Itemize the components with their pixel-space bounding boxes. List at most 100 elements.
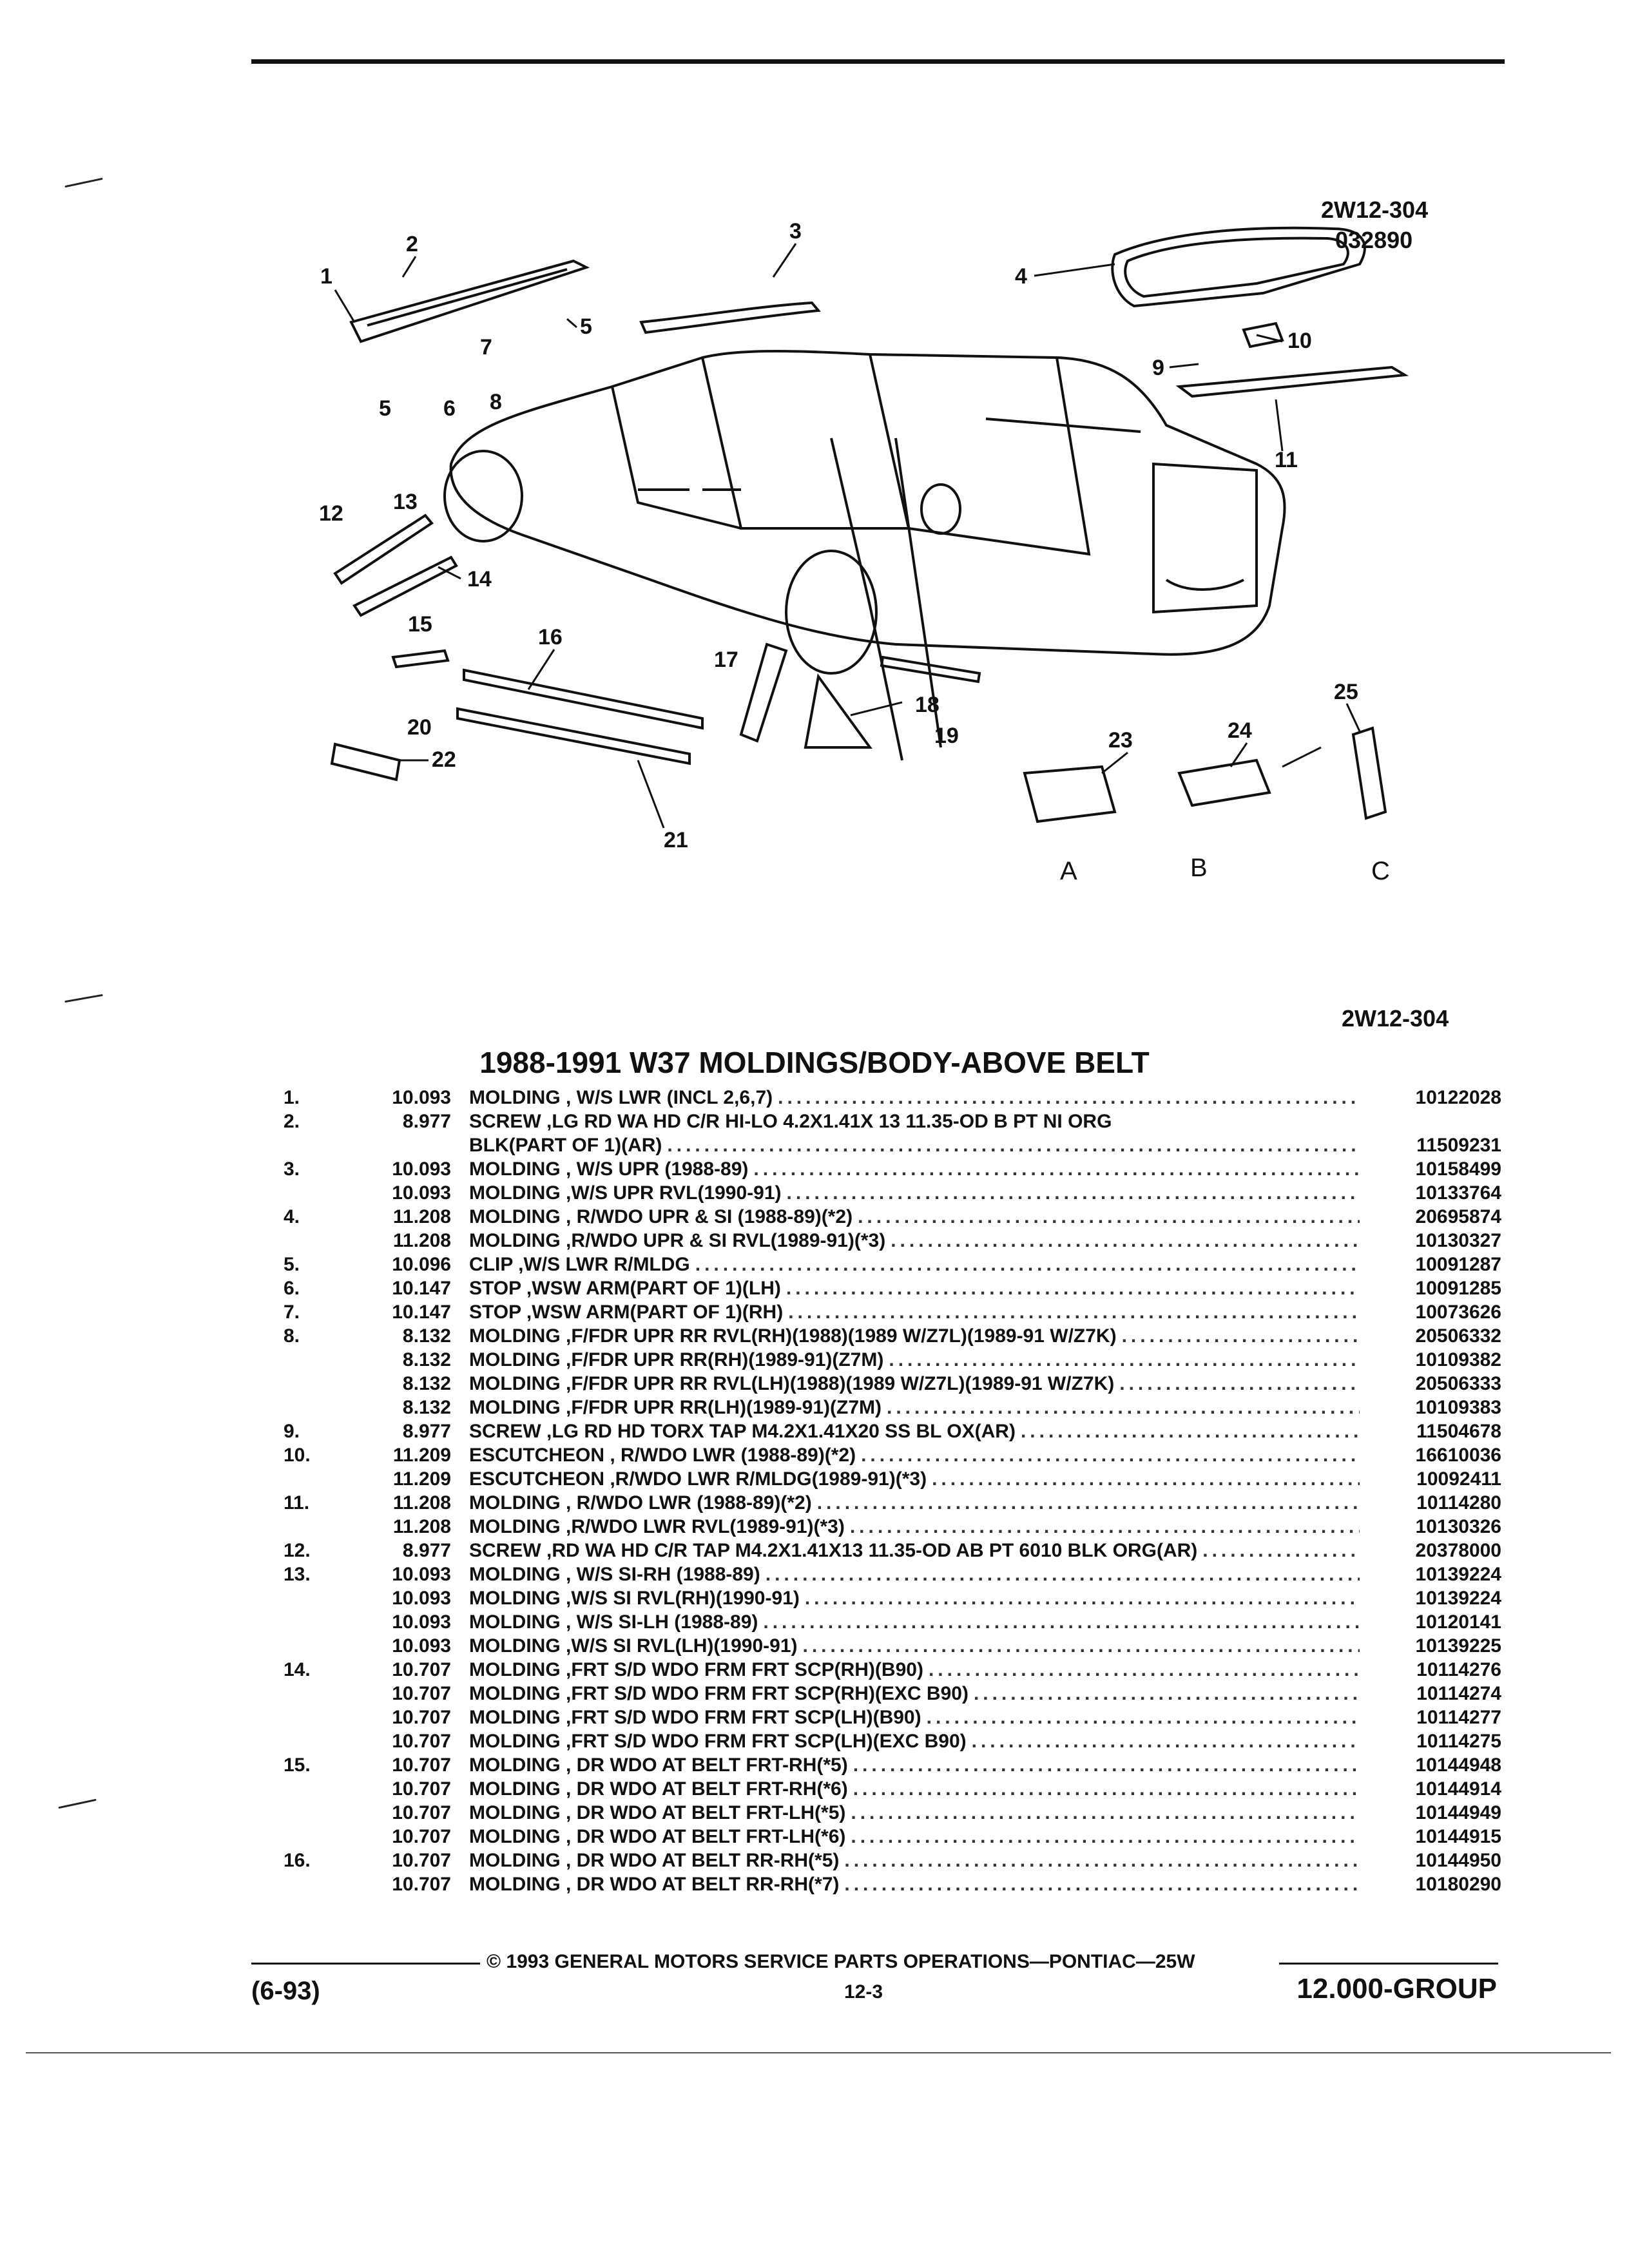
group-number: 11.208 xyxy=(392,1230,451,1251)
group-number: 11.208 xyxy=(392,1516,451,1537)
part-description: MOLDING , W/S SI-LH (1988-89)...........… xyxy=(469,1610,1360,1634)
callout-label: 11 xyxy=(1275,448,1298,472)
callout-label: 3 xyxy=(789,219,802,244)
leader-dots: ........................................… xyxy=(973,1683,1360,1704)
callout-label: 12 xyxy=(319,501,343,526)
group-number: 10.707 xyxy=(392,1731,451,1752)
part-17-18-19 xyxy=(739,642,981,749)
part-description-text: MOLDING , W/S UPR (1988-89) xyxy=(469,1158,749,1180)
bottom-rule xyxy=(26,2052,1611,2053)
item-number xyxy=(284,1515,348,1539)
scan-mark xyxy=(58,1798,97,1809)
item-number xyxy=(284,1229,348,1253)
part-description: MOLDING ,FRT S/D WDO FRM FRT SCP(LH)(EXC… xyxy=(469,1729,1360,1753)
top-rule xyxy=(251,59,1505,64)
item-number xyxy=(284,1777,348,1801)
part-number: 10114275 xyxy=(1416,1731,1501,1752)
part-description-text: SCREW ,LG RD WA HD C/R HI-LO 4.2X1.41X 1… xyxy=(469,1111,1112,1132)
parts-row: BLK(PART OF 1)(AR)......................… xyxy=(284,1133,1501,1157)
detail-label-b: B xyxy=(1190,854,1208,882)
part-number: 10144914 xyxy=(1415,1778,1501,1800)
item-number xyxy=(284,1372,348,1396)
part-description: MOLDING ,W/S UPR RVL(1990-91)...........… xyxy=(469,1181,1360,1205)
group-number: 10.707 xyxy=(392,1850,451,1871)
part-description-text: MOLDING , DR WDO AT BELT RR-RH(*7) xyxy=(469,1874,840,1895)
leader-dots: ........................................… xyxy=(926,1707,1360,1728)
part-number: 10114276 xyxy=(1416,1659,1501,1680)
item-number: 16. xyxy=(284,1850,311,1871)
part-description-text: MOLDING , R/WDO UPR & SI (1988-89)(*2) xyxy=(469,1206,853,1227)
item-number xyxy=(284,1872,348,1896)
item-number: 1. xyxy=(284,1087,300,1108)
footer-rule-right xyxy=(1279,1963,1498,1965)
leader-dots: ........................................… xyxy=(853,1754,1360,1776)
detail-label-c: C xyxy=(1371,857,1390,885)
leader-dots: ........................................… xyxy=(1020,1421,1360,1442)
callout-label: 6 xyxy=(443,396,456,421)
part-description-text: MOLDING , R/WDO LWR (1988-89)(*2) xyxy=(469,1492,812,1514)
leader-dots: ........................................… xyxy=(851,1826,1360,1847)
item-number xyxy=(284,1181,348,1205)
callout-label: 14 xyxy=(467,567,492,591)
part-description-text: MOLDING ,FRT S/D WDO FRM FRT SCP(RH)(EXC… xyxy=(469,1683,969,1704)
part-number: 16610036 xyxy=(1415,1445,1501,1466)
part-description: BLK(PART OF 1)(AR)......................… xyxy=(469,1133,1360,1157)
item-number: 5. xyxy=(284,1254,300,1275)
part-number: 10139224 xyxy=(1415,1588,1501,1609)
group-number: 10.093 xyxy=(392,1087,451,1108)
callout-label: 24 xyxy=(1228,718,1252,743)
part-description-text: MOLDING , DR WDO AT BELT FRT-LH(*6) xyxy=(469,1826,846,1847)
callout-label: 21 xyxy=(664,828,688,852)
part-description: ESCUTCHEON , R/WDO LWR (1988-89)(*2)....… xyxy=(469,1443,1360,1467)
item-number: 3. xyxy=(284,1158,300,1180)
part-description: MOLDING , R/WDO UPR & SI (1988-89)(*2)..… xyxy=(469,1205,1360,1229)
part-description: MOLDING , DR WDO AT BELT FRT-LH(*6).....… xyxy=(469,1825,1360,1849)
part-description-text: MOLDING ,F/FDR UPR RR(RH)(1989-91)(Z7M) xyxy=(469,1349,884,1370)
leader-dots: ........................................… xyxy=(778,1087,1360,1108)
item-number xyxy=(284,1706,348,1729)
callout-label: 23 xyxy=(1108,728,1133,753)
group-number: 10.093 xyxy=(392,1182,451,1204)
callout-label: 5 xyxy=(379,396,391,421)
part-number xyxy=(1360,1110,1501,1133)
leader-dots: ........................................… xyxy=(695,1254,1360,1275)
group-number: 11.209 xyxy=(392,1468,451,1490)
group-number: 10.707 xyxy=(392,1874,451,1895)
part-description-text: CLIP ,W/S LWR R/MLDG xyxy=(469,1254,690,1275)
part-description-text: MOLDING ,FRT S/D WDO FRM FRT SCP(RH)(B90… xyxy=(469,1659,923,1680)
part-4-rear-window-molding xyxy=(1111,226,1366,308)
figure-code-bottom: 2W12-304 xyxy=(1342,1005,1449,1032)
parts-list: 1. 10.093 MOLDING , W/S LWR (INCL 2,6,7)..… xyxy=(284,1086,1501,1896)
leader-dots: ........................................… xyxy=(932,1468,1360,1490)
footer-rule-left xyxy=(251,1963,480,1965)
part-description-text: STOP ,WSW ARM(PART OF 1)(LH) xyxy=(469,1278,781,1299)
part-description: MOLDING , DR WDO AT BELT RR-RH(*5)......… xyxy=(469,1849,1360,1872)
group-number: 10.707 xyxy=(392,1778,451,1800)
part-description-text: MOLDING ,F/FDR UPR RR RVL(RH)(1988)(1989… xyxy=(469,1325,1117,1347)
part-description: MOLDING , W/S SI-RH (1988-89)...........… xyxy=(469,1562,1360,1586)
item-number: 7. xyxy=(284,1302,300,1323)
part-number: 10091287 xyxy=(1415,1254,1501,1275)
callout-label: 17 xyxy=(714,648,738,672)
part-number: 10120141 xyxy=(1415,1611,1501,1633)
parts-row: 10.093 MOLDING ,W/S UPR RVL(1990-91).....… xyxy=(284,1181,1501,1205)
leader-dots: ........................................… xyxy=(667,1135,1360,1156)
part-description-text: SCREW ,RD WA HD C/R TAP M4.2X1.41X13 11.… xyxy=(469,1540,1198,1561)
leader-dots: ........................................… xyxy=(1119,1373,1360,1394)
item-number xyxy=(284,1634,348,1658)
leader-dots: ........................................… xyxy=(788,1302,1360,1323)
part-description-text: MOLDING , DR WDO AT BELT FRT-RH(*6) xyxy=(469,1778,848,1800)
parts-row: 10.707 MOLDING , DR WDO AT BELT RR-RH(*7)… xyxy=(284,1872,1501,1896)
item-number: 14. xyxy=(284,1659,311,1680)
part-10-escutcheon xyxy=(1242,322,1284,349)
part-description: MOLDING ,R/WDO LWR RVL(1989-91)(*3).....… xyxy=(469,1515,1360,1539)
group-number: 8.132 xyxy=(402,1349,451,1370)
part-description: MOLDING ,R/WDO UPR & SI RVL(1989-91)(*3)… xyxy=(469,1229,1360,1253)
part-description: MOLDING , W/S LWR (INCL 2,6,7)..........… xyxy=(469,1086,1360,1110)
